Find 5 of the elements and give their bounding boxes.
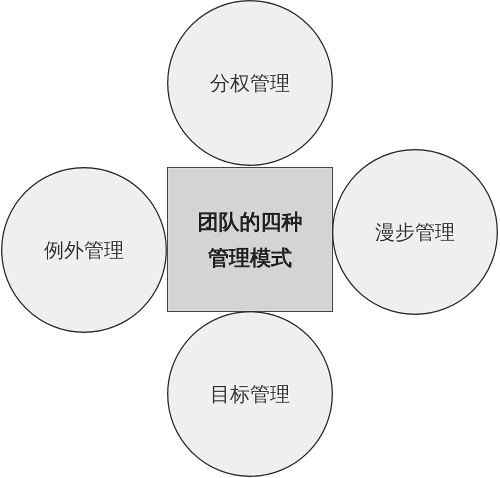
circle-label: 例外管理 (44, 238, 124, 262)
circle-label: 目标管理 (210, 382, 290, 406)
circle-label: 分权管理 (210, 71, 290, 95)
circle-label: 漫步管理 (375, 220, 455, 244)
center-box: 团队的四种管理模式 (167, 167, 333, 312)
